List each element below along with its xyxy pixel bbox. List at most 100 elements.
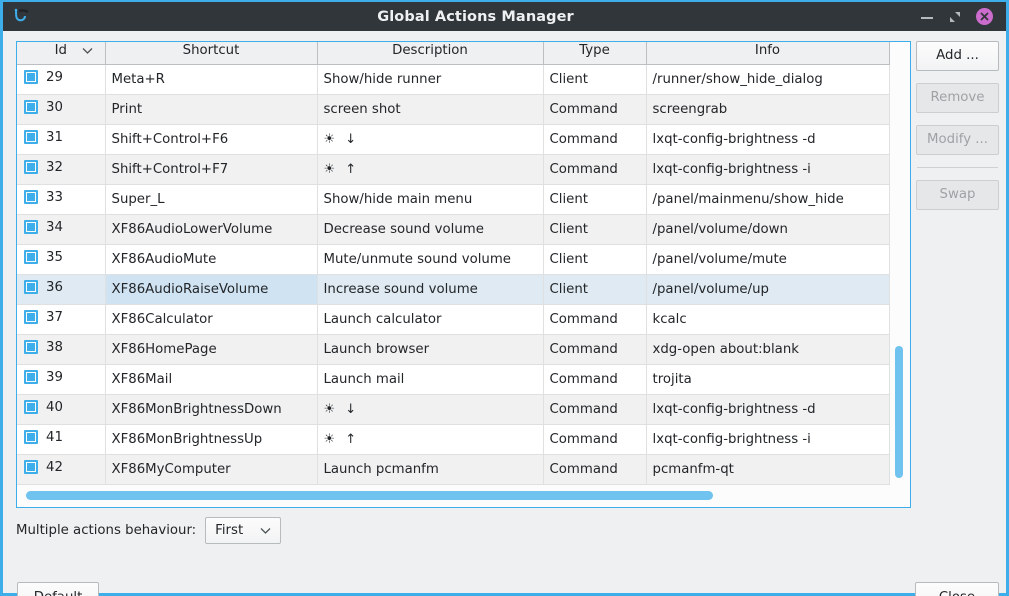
cell-shortcut[interactable]: Print xyxy=(105,94,318,125)
cell-id[interactable]: 37 xyxy=(17,304,106,335)
cell-info[interactable]: trojita xyxy=(646,364,890,395)
row-checkbox[interactable] xyxy=(24,430,38,445)
cell-info[interactable]: /runner/show_hide_dialog xyxy=(646,64,890,95)
cell-shortcut[interactable]: XF86AudioLowerVolume xyxy=(105,214,318,245)
cell-description[interactable]: Increase sound volume xyxy=(317,274,544,305)
cell-description[interactable]: Launch browser xyxy=(317,334,544,365)
cell-info[interactable]: lxqt-config-brightness -i xyxy=(646,154,890,185)
cell-shortcut[interactable]: Meta+R xyxy=(105,64,318,95)
close-button[interactable]: Close xyxy=(915,582,999,596)
cell-id[interactable]: 30 xyxy=(17,94,106,125)
minimize-icon[interactable] xyxy=(920,10,934,24)
row-checkbox[interactable] xyxy=(24,370,38,385)
cell-info[interactable]: xdg-open about:blank xyxy=(646,334,890,365)
cell-info[interactable]: screengrab xyxy=(646,94,890,125)
cell-description[interactable]: Show/hide runner xyxy=(317,64,544,95)
cell-description[interactable]: ☀ ↓ xyxy=(317,394,544,425)
cell-description[interactable]: Launch calculator xyxy=(317,304,544,335)
column-header-shortcut[interactable]: Shortcut xyxy=(105,42,318,65)
cell-info[interactable]: lxqt-config-brightness -i xyxy=(646,424,890,455)
cell-id[interactable]: 29 xyxy=(17,64,106,95)
cell-id[interactable]: 34 xyxy=(17,214,106,245)
cell-type[interactable]: Client xyxy=(543,64,647,95)
horizontal-scrollbar-thumb[interactable] xyxy=(26,491,713,500)
horizontal-scrollbar[interactable] xyxy=(19,485,908,505)
row-checkbox[interactable] xyxy=(24,220,38,235)
cell-id[interactable]: 33 xyxy=(17,184,106,215)
cell-info[interactable]: lxqt-config-brightness -d xyxy=(646,124,890,155)
cell-shortcut[interactable]: XF86HomePage xyxy=(105,334,318,365)
row-checkbox[interactable] xyxy=(24,100,38,115)
cell-type[interactable]: Command xyxy=(543,154,647,185)
cell-description[interactable]: ☀ ↑ xyxy=(317,424,544,455)
vertical-scrollbar[interactable] xyxy=(889,44,908,483)
cell-description[interactable]: Mute/unmute sound volume xyxy=(317,244,544,275)
cell-type[interactable]: Client xyxy=(543,184,647,215)
row-checkbox[interactable] xyxy=(24,130,38,145)
add-button[interactable]: Add ... xyxy=(916,41,999,71)
column-header-description[interactable]: Description xyxy=(317,42,544,65)
cell-description[interactable]: ☀ ↑ xyxy=(317,154,544,185)
row-checkbox[interactable] xyxy=(24,280,38,295)
remove-button[interactable]: Remove xyxy=(916,83,999,113)
cell-description[interactable]: Launch mail xyxy=(317,364,544,395)
cell-shortcut[interactable]: XF86Mail xyxy=(105,364,318,395)
cell-type[interactable]: Command xyxy=(543,424,647,455)
row-checkbox[interactable] xyxy=(24,340,38,355)
cell-shortcut[interactable]: Shift+Control+F6 xyxy=(105,124,318,155)
cell-info[interactable]: /panel/volume/down xyxy=(646,214,890,245)
swap-button[interactable]: Swap xyxy=(916,180,999,210)
cell-id[interactable]: 36 xyxy=(17,274,106,305)
cell-id[interactable]: 41 xyxy=(17,424,106,455)
cell-type[interactable]: Command xyxy=(543,94,647,125)
cell-id[interactable]: 40 xyxy=(17,394,106,425)
default-button[interactable]: Default xyxy=(17,582,99,596)
cell-type[interactable]: Command xyxy=(543,334,647,365)
cell-type[interactable]: Command xyxy=(543,124,647,155)
behaviour-select[interactable]: First xyxy=(205,517,282,544)
cell-info[interactable]: pcmanfm-qt xyxy=(646,454,890,485)
cell-type[interactable]: Command xyxy=(543,364,647,395)
cell-description[interactable]: Decrease sound volume xyxy=(317,214,544,245)
cell-id[interactable]: 38 xyxy=(17,334,106,365)
cell-shortcut[interactable]: XF86MonBrightnessDown xyxy=(105,394,318,425)
cell-description[interactable]: Launch pcmanfm xyxy=(317,454,544,485)
cell-id[interactable]: 31 xyxy=(17,124,106,155)
row-checkbox[interactable] xyxy=(24,460,38,475)
maximize-icon[interactable] xyxy=(948,10,962,24)
cell-type[interactable]: Command xyxy=(543,304,647,335)
cell-info[interactable]: /panel/volume/up xyxy=(646,274,890,305)
modify-button[interactable]: Modify ... xyxy=(916,125,999,155)
cell-id[interactable]: 42 xyxy=(17,454,106,485)
column-header-type[interactable]: Type xyxy=(543,42,647,65)
row-checkbox[interactable] xyxy=(24,400,38,415)
row-checkbox[interactable] xyxy=(24,70,38,85)
cell-description[interactable]: ☀ ↓ xyxy=(317,124,544,155)
cell-shortcut[interactable]: XF86MonBrightnessUp xyxy=(105,424,318,455)
cell-type[interactable]: Command xyxy=(543,454,647,485)
title-bar[interactable]: Global Actions Manager xyxy=(0,0,1009,31)
cell-shortcut[interactable]: XF86AudioRaiseVolume xyxy=(105,274,318,305)
cell-shortcut[interactable]: XF86AudioMute xyxy=(105,244,318,275)
cell-id[interactable]: 35 xyxy=(17,244,106,275)
cell-info[interactable]: lxqt-config-brightness -d xyxy=(646,394,890,425)
cell-type[interactable]: Client xyxy=(543,244,647,275)
cell-id[interactable]: 39 xyxy=(17,364,106,395)
column-header-id[interactable]: Id xyxy=(17,42,106,65)
vertical-scrollbar-thumb[interactable] xyxy=(895,346,903,478)
row-checkbox[interactable] xyxy=(24,250,38,265)
row-checkbox[interactable] xyxy=(24,190,38,205)
cell-shortcut[interactable]: Shift+Control+F7 xyxy=(105,154,318,185)
